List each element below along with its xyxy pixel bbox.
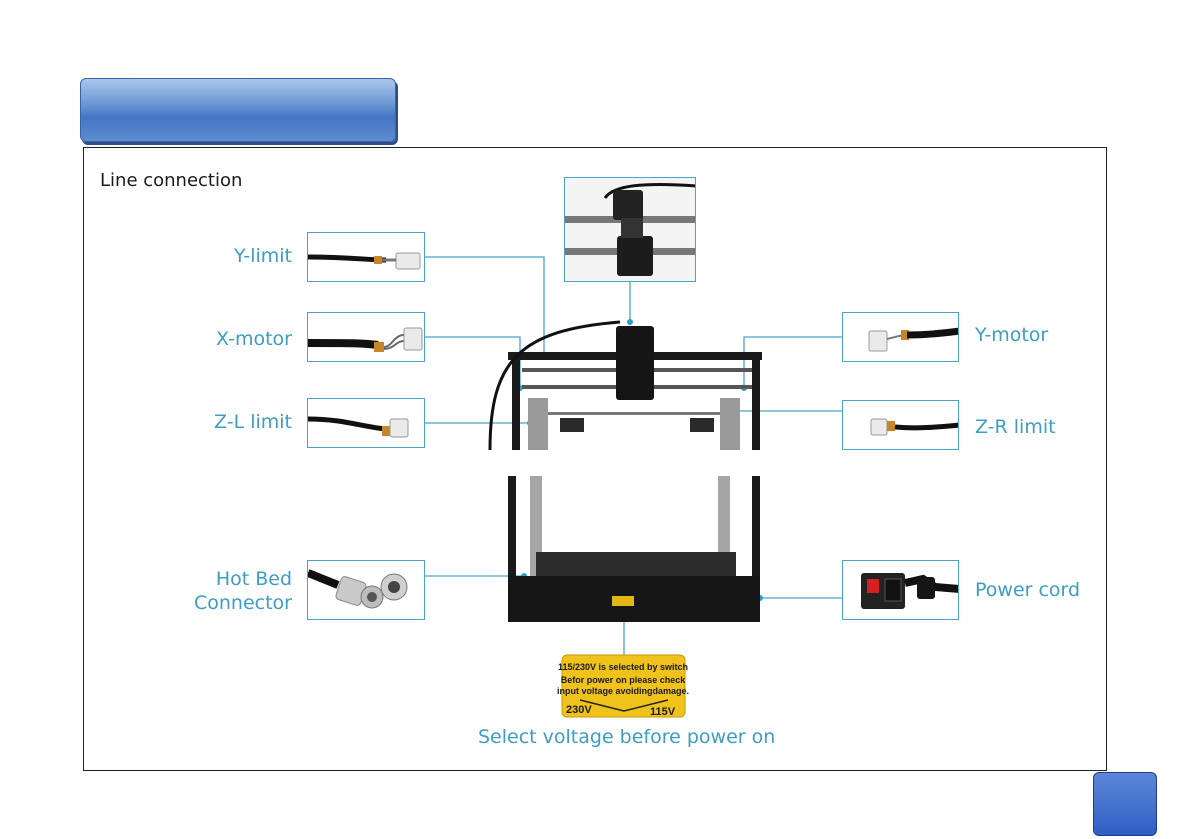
sticker-line1: 115/230V is selected by switch bbox=[558, 662, 688, 672]
sticker-115v: 115V bbox=[650, 706, 676, 718]
sticker-230v: 230V bbox=[566, 704, 592, 716]
printer-frame-bottom bbox=[508, 476, 760, 622]
printer-frame-top bbox=[490, 322, 762, 450]
sticker-line2: Befor power on please check bbox=[561, 675, 687, 685]
sticker-line3: input voltage avoidingdamage. bbox=[557, 686, 689, 696]
page-number-badge bbox=[1093, 772, 1157, 836]
